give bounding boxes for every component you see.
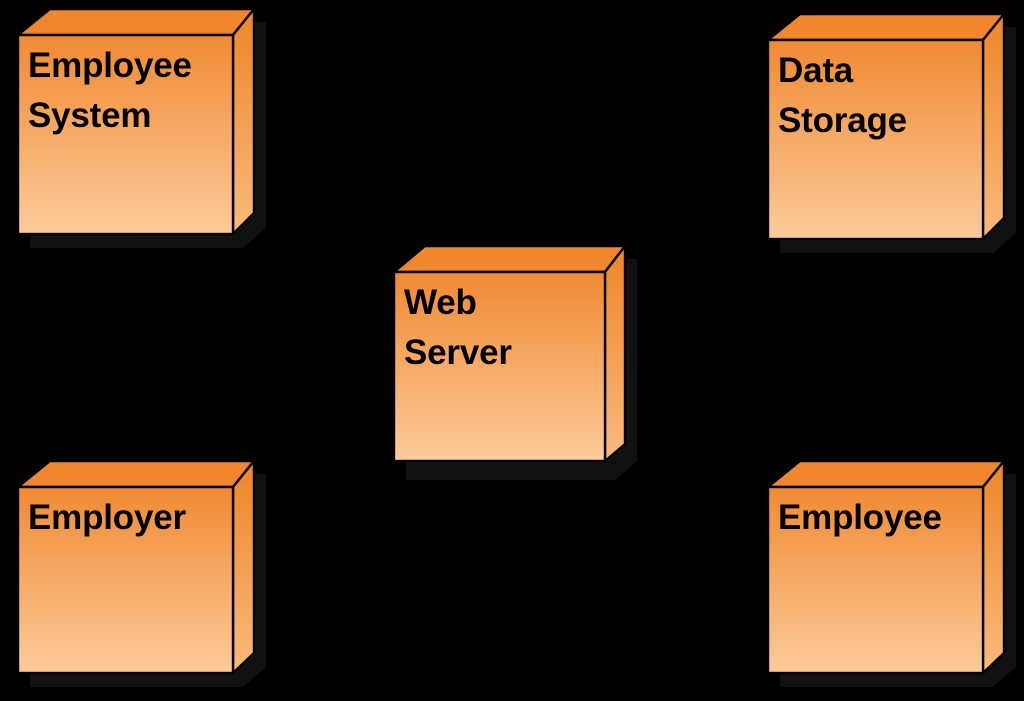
node-employee[interactable]: Employee	[758, 459, 1018, 701]
node-top-face	[16, 459, 256, 489]
node-front-face	[766, 485, 985, 675]
node-top-face	[392, 244, 627, 274]
node-side-face	[231, 7, 256, 236]
node-front-face	[16, 33, 235, 236]
node-top-face	[766, 459, 1006, 489]
node-front-face	[16, 485, 235, 675]
node-top-face	[16, 7, 256, 37]
node-employer[interactable]: Employer	[8, 459, 268, 701]
node-side-face	[981, 459, 1006, 675]
node-side-face	[981, 12, 1006, 241]
node-front-face	[766, 38, 985, 241]
node-data-storage[interactable]: Data Storage	[758, 12, 1018, 253]
node-front-face	[392, 270, 607, 463]
node-top-face	[766, 12, 1006, 42]
node-side-face	[231, 459, 256, 675]
node-employee-system[interactable]: Employee System	[8, 7, 268, 248]
node-web-server[interactable]: Web Server	[384, 244, 640, 480]
node-side-face	[603, 244, 627, 463]
